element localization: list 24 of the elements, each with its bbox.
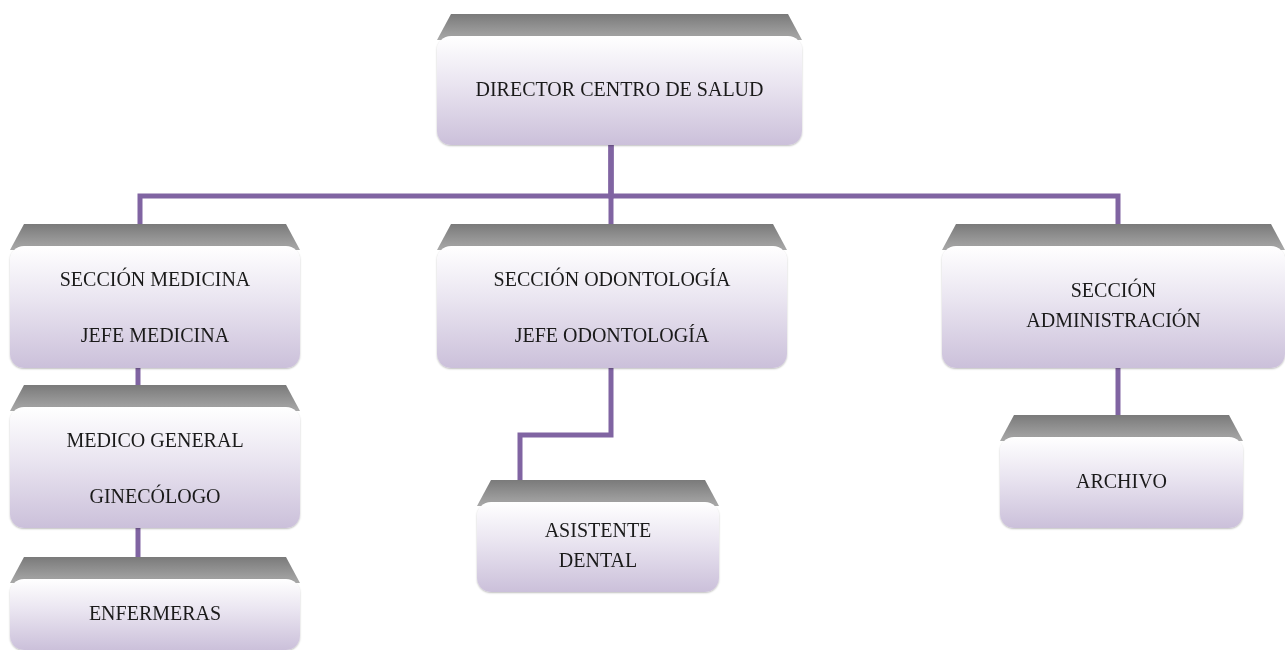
org-chart-box bbox=[437, 224, 787, 368]
box-label: ARCHIVO bbox=[1075, 468, 1168, 494]
box-label: ENFERMERAS bbox=[88, 600, 222, 626]
org-chart-box bbox=[10, 557, 300, 650]
org-chart-box bbox=[437, 14, 802, 145]
box-label: JEFE MEDICINA bbox=[80, 323, 230, 348]
org-chart-box bbox=[10, 385, 300, 528]
connector-line bbox=[1115, 368, 1121, 415]
connector-line bbox=[135, 528, 141, 557]
box-label: SECCIÓN ODONTOLOGÍA bbox=[493, 266, 731, 292]
box-label: SECCIÓN MEDICINA bbox=[59, 266, 251, 292]
box-label: GINECÓLOGO bbox=[89, 483, 221, 509]
box-label: MEDICO GENERAL bbox=[66, 427, 244, 453]
org-chart-box bbox=[477, 480, 719, 592]
box-label: SECCIÓN ADMINISTRACIÓN bbox=[1025, 277, 1202, 333]
org-chart-box bbox=[1000, 415, 1243, 528]
box-label: DIRECTOR CENTRO DE SALUD bbox=[475, 76, 764, 102]
org-chart-box bbox=[10, 224, 300, 368]
org-chart-box bbox=[942, 224, 1285, 368]
connector-line bbox=[135, 368, 141, 385]
connector-line bbox=[517, 368, 614, 480]
box-label: ASISTENTE DENTAL bbox=[543, 518, 653, 573]
connector-line bbox=[608, 145, 1121, 224]
box-label: JEFE ODONTOLOGÍA bbox=[514, 323, 710, 348]
